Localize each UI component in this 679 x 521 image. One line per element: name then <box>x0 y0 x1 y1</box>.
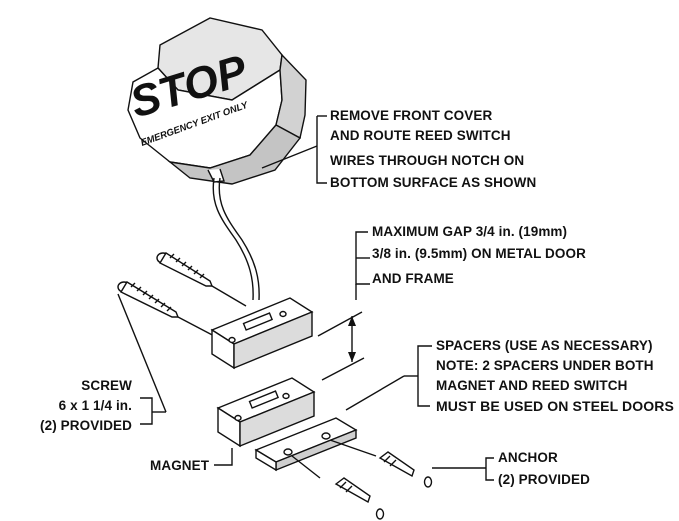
cover-line-2: AND ROUTE REED SWITCH <box>330 128 511 143</box>
callout-cover: REMOVE FRONT COVER AND ROUTE REED SWITCH… <box>330 108 536 190</box>
anchor-line-2: (2) PROVIDED <box>498 472 590 487</box>
reed-switch <box>210 297 314 370</box>
gap-dimension <box>317 311 365 381</box>
callout-screw: SCREW 6 x 1 1/4 in. (2) PROVIDED <box>40 378 132 433</box>
stop-sign-side-face <box>275 53 307 140</box>
cover-line-1: REMOVE FRONT COVER <box>330 108 492 123</box>
gap-line-2: 3/8 in. (9.5mm) ON METAL DOOR <box>372 246 586 261</box>
magnet-side <box>239 390 315 448</box>
cover-line-3: WIRES THROUGH NOTCH ON <box>330 153 524 168</box>
callout-magnet: MAGNET <box>150 458 210 473</box>
screw-line-1: SCREW <box>81 378 132 393</box>
spacers-line-4: MUST BE USED ON STEEL DOORS <box>436 399 674 414</box>
screw-line-2: 6 x 1 1/4 in. <box>59 398 132 413</box>
reed-switch-wires <box>212 177 260 301</box>
callout-spacers: SPACERS (USE AS NECESSARY) NOTE: 2 SPACE… <box>436 338 674 414</box>
magnet <box>216 377 316 448</box>
magnet-label: MAGNET <box>150 458 210 473</box>
screw-upper <box>156 252 247 307</box>
spacers-line-3: MAGNET AND REED SWITCH <box>436 378 627 393</box>
callout-gap: MAXIMUM GAP 3/4 in. (19mm) 3/8 in. (9.5m… <box>372 224 586 286</box>
gap-line-3: AND FRAME <box>372 271 454 286</box>
screw-line-3: (2) PROVIDED <box>40 418 132 433</box>
cover-line-4: BOTTOM SURFACE AS SHOWN <box>330 175 536 190</box>
spacers-line-1: SPACERS (USE AS NECESSARY) <box>436 338 653 353</box>
stop-sign-bottom-face <box>167 124 302 185</box>
anchor-right <box>378 451 433 488</box>
stop-sign-housing: STOP EMERGENCY EXIT ONLY <box>125 17 307 185</box>
gap-line-1: MAXIMUM GAP 3/4 in. (19mm) <box>372 224 567 239</box>
anchor-left <box>334 477 385 520</box>
spacers-line-2: NOTE: 2 SPACERS UNDER BOTH <box>436 358 654 373</box>
callout-anchor: ANCHOR (2) PROVIDED <box>498 450 590 487</box>
anchor-line-1: ANCHOR <box>498 450 558 465</box>
spacer <box>254 417 377 479</box>
leader-lines <box>117 115 494 481</box>
reed-switch-side <box>233 310 313 370</box>
